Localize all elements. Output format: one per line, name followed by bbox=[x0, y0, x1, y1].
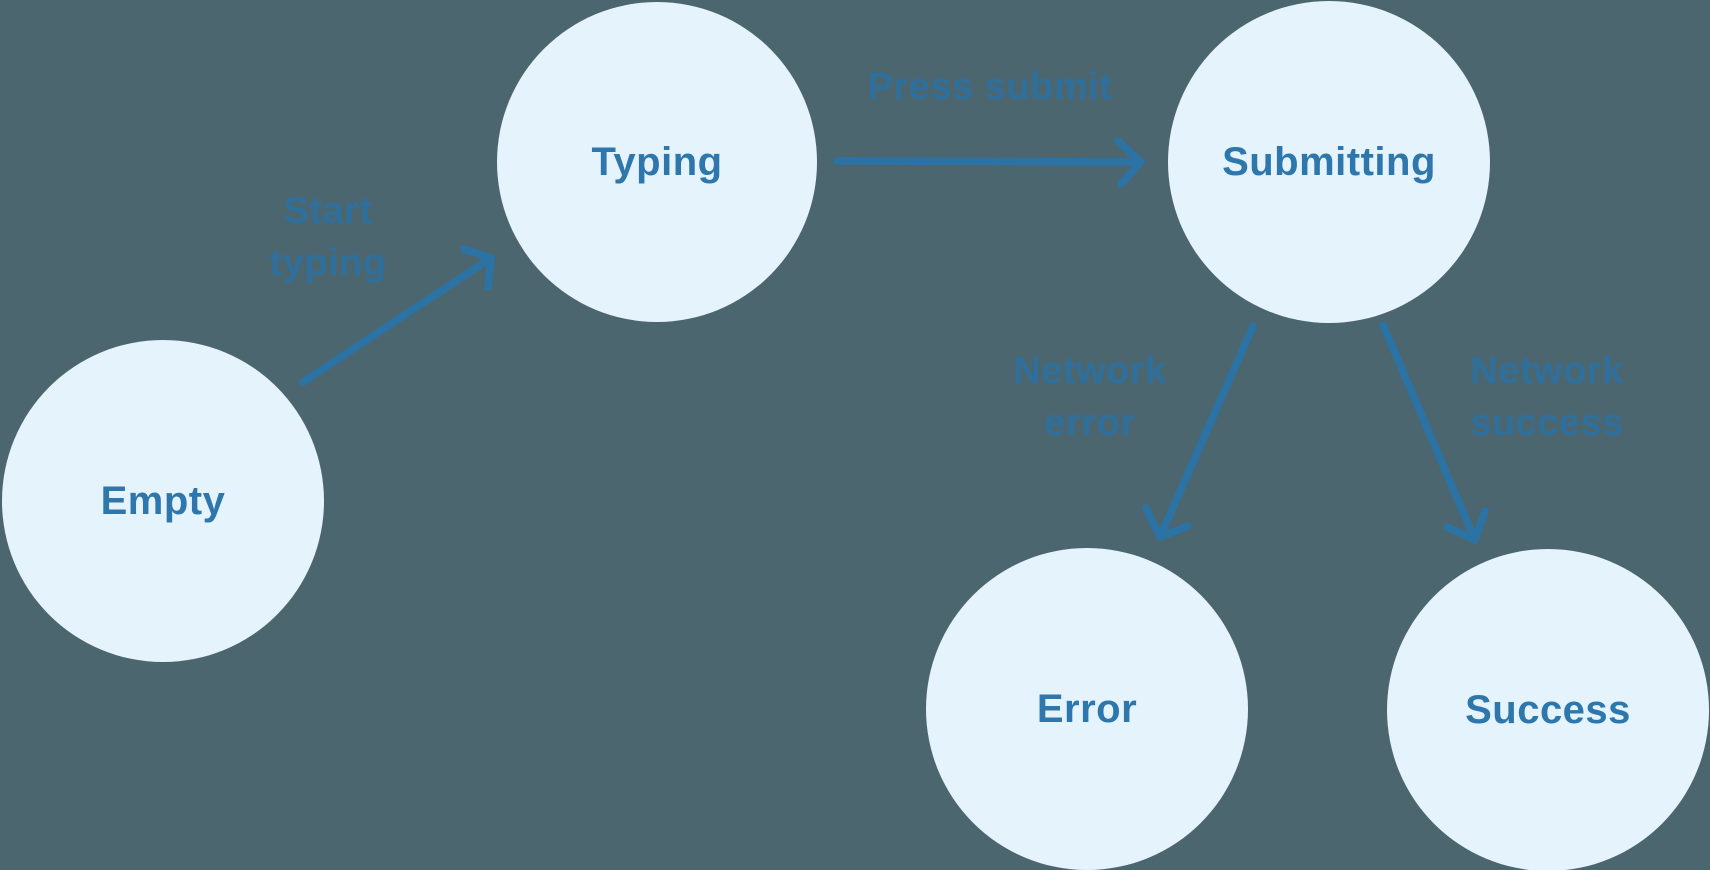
state-label: Submitting bbox=[1222, 139, 1436, 184]
transition-label-press-submit[interactable]: Press submit bbox=[867, 66, 1113, 108]
state-node-submitting[interactable]: Submitting bbox=[1168, 1, 1490, 323]
state-label: Error bbox=[1036, 686, 1138, 731]
state-label: Empty bbox=[100, 478, 226, 523]
state-label: Success bbox=[1465, 687, 1631, 732]
state-node-success[interactable]: Success bbox=[1387, 549, 1709, 870]
transition-label-network-success[interactable]: Network success bbox=[1470, 350, 1624, 444]
state-node-error[interactable]: Error bbox=[926, 548, 1248, 870]
state-node-typing[interactable]: Typing bbox=[497, 2, 817, 322]
transition-label-start-typing[interactable]: Start typing bbox=[269, 190, 387, 284]
state-label: Typing bbox=[591, 139, 723, 184]
transition-label-network-error[interactable]: Network error bbox=[1013, 350, 1167, 444]
state-node-empty[interactable]: Empty bbox=[2, 340, 324, 662]
arrow-typing-to-submitting bbox=[833, 137, 1145, 188]
